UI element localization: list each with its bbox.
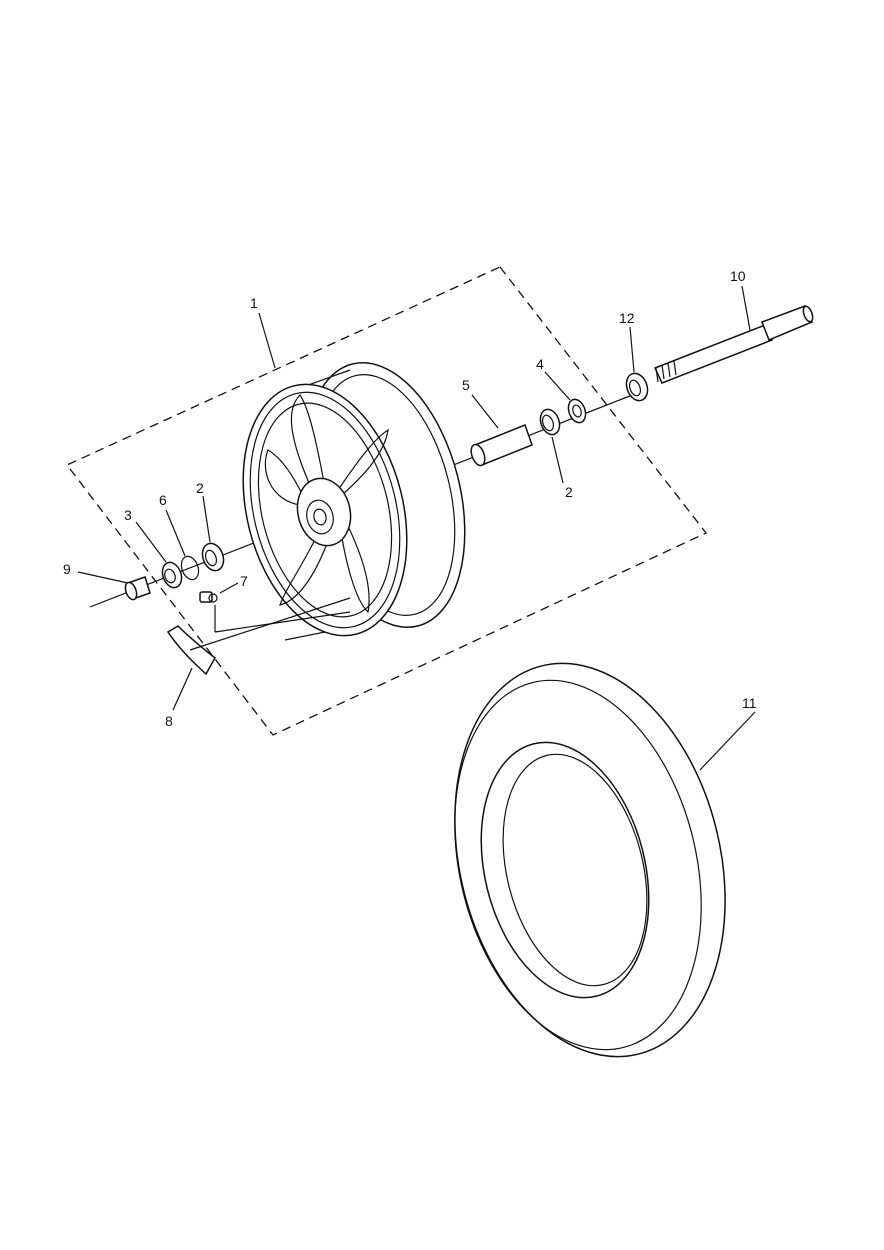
callout-10: 10 [730, 268, 746, 284]
leader-lines [77, 285, 756, 771]
balance-weight [166, 597, 351, 676]
washer-4 [567, 398, 587, 424]
callout-1: 1 [250, 295, 258, 311]
wheel-rim [242, 362, 466, 641]
callout-11: 11 [742, 695, 757, 711]
callout-3: 3 [124, 507, 132, 523]
bearing-12 [625, 372, 649, 402]
assembly-boundary [65, 266, 708, 736]
tyre [454, 662, 726, 1058]
callout-2-left: 2 [196, 480, 204, 496]
callout-7: 7 [240, 573, 248, 589]
callout-4: 4 [536, 356, 544, 372]
callout-12: 12 [619, 310, 635, 326]
axle [653, 305, 814, 384]
spacer-tube [470, 424, 533, 467]
callout-5: 5 [462, 377, 470, 393]
seal-3 [161, 561, 183, 589]
callout-6: 6 [159, 492, 167, 508]
callout-2-right: 2 [565, 484, 573, 500]
callout-8: 8 [165, 713, 173, 729]
bearing-right [539, 408, 561, 436]
valve [199, 591, 351, 633]
bearing-left [201, 542, 225, 572]
circlip-6 [180, 555, 200, 581]
callout-9: 9 [63, 561, 71, 577]
spacer-9 [124, 576, 151, 601]
